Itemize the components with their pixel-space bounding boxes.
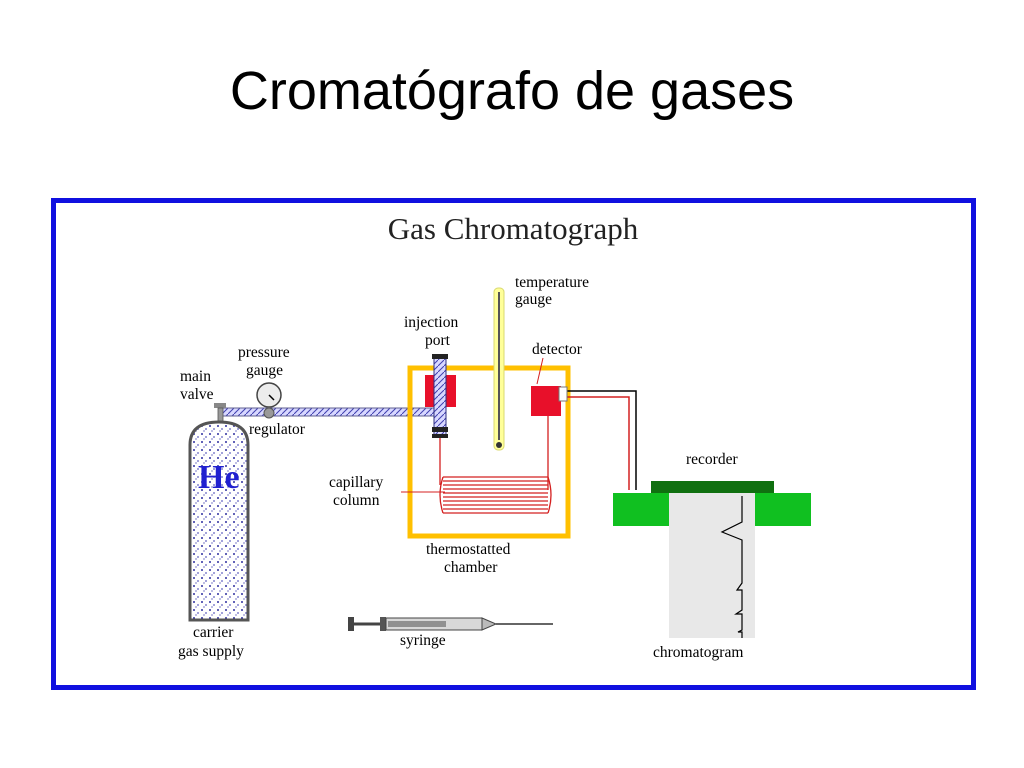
gas-cylinder xyxy=(188,420,250,622)
syringe-label: syringe xyxy=(400,632,446,649)
syringe xyxy=(348,617,553,631)
regulator xyxy=(263,407,275,419)
recorder xyxy=(613,481,811,526)
carrier-gas-supply-label: carrier gas supply xyxy=(178,624,244,660)
capillary-column-label: capillary column xyxy=(329,474,387,509)
detector-pointer xyxy=(536,357,544,385)
chromatogram-paper xyxy=(669,493,755,638)
thermostatted-chamber-label: thermostatted chamber xyxy=(426,541,514,576)
carrier-gas-line xyxy=(220,407,437,417)
main-valve-label: main valve xyxy=(180,368,215,403)
detector-wires xyxy=(558,386,637,490)
injection-port xyxy=(425,354,456,438)
recorder-label: recorder xyxy=(686,451,738,468)
detector-label: detector xyxy=(532,341,583,358)
injection-port-label: injection port xyxy=(404,314,462,349)
slide-title: Cromatógrafo de gases xyxy=(229,61,795,121)
thermometer xyxy=(493,287,505,451)
capillary-column xyxy=(439,413,552,514)
gas-label: He xyxy=(198,459,240,496)
pressure-gauge-label: pressure gauge xyxy=(238,344,294,379)
thermostatted-chamber xyxy=(407,365,571,539)
regulator-label: regulator xyxy=(249,421,306,438)
temperature-gauge-label: temperature gauge xyxy=(515,274,593,308)
diagram-title: Gas Chromatograph xyxy=(388,211,639,246)
detector xyxy=(531,386,561,416)
chromatogram-label: chromatogram xyxy=(653,644,743,661)
